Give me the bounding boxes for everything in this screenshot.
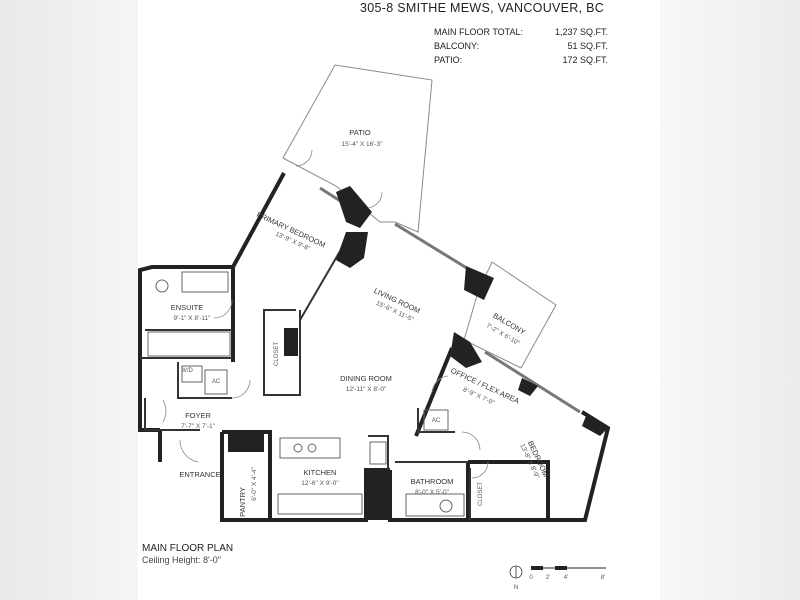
ac-label-foyer: AC — [212, 379, 221, 385]
exterior-walls — [138, 172, 611, 522]
area-label: PATIO: — [434, 55, 463, 65]
interior-walls — [140, 233, 471, 520]
entrance-label: ENTRANCE — [179, 470, 220, 479]
kitchen-dims: 12'-6" X 9'-0" — [301, 480, 339, 487]
washer-dryer-label: W/D — [181, 368, 193, 374]
area-label: MAIN FLOOR TOTAL: — [434, 27, 524, 37]
dining-room-dims: 12'-11" X 8'-0" — [346, 386, 387, 393]
scale-tick-8: 8' — [601, 575, 605, 581]
property-address-title: 305-8 SMITHE MEWS, VANCOUVER, BC — [360, 1, 605, 15]
floor-plan-sheet — [138, 0, 660, 600]
area-row: BALCONY: 51 SQ.FT. — [434, 39, 608, 53]
foyer-name: FOYER — [185, 411, 211, 420]
structural-columns — [228, 186, 608, 520]
area-value: 51 SQ.FT. — [567, 41, 608, 51]
scale-tick-2: 2' — [546, 575, 550, 581]
bedroom-closet-label: CLOSET — [478, 482, 484, 506]
scale-tick-4: 4' — [564, 575, 568, 581]
patio-dims: 15'-4" X 16'-3" — [341, 141, 383, 148]
door-swings — [162, 149, 489, 479]
area-label: BALCONY: — [434, 41, 480, 51]
plan-title: MAIN FLOOR PLAN — [142, 543, 234, 554]
north-label: N — [514, 585, 518, 591]
area-row: PATIO: 172 SQ.FT. — [434, 53, 608, 67]
scale-bar: 0 2' 4' 8' — [529, 566, 606, 581]
right-margin — [660, 0, 800, 600]
patio-name: PATIO — [349, 128, 371, 137]
fixtures — [147, 271, 465, 517]
area-value: 1,237 SQ.FT. — [554, 27, 608, 37]
bathroom-dims: 8'-0" X 5'-0" — [415, 489, 450, 496]
ensuite-name: ENSUITE — [171, 303, 204, 312]
left-margin — [0, 0, 138, 600]
primary-closet-label: CLOSET — [274, 342, 280, 366]
ceiling-height: Ceiling Height: 8'-0" — [142, 555, 221, 565]
foyer-dims: 7'-7" X 7'-1" — [181, 423, 216, 430]
bathroom-name: BATHROOM — [411, 477, 454, 486]
ensuite-dims: 9'-1" X 8'-11" — [174, 315, 212, 322]
north-arrow: N — [509, 565, 523, 591]
pantry-dims: 6'-0" X 4'-4" — [251, 466, 258, 501]
scale-tick-0: 0 — [529, 575, 533, 581]
area-summary-table: MAIN FLOOR TOTAL: 1,237 SQ.FT. BALCONY: … — [434, 25, 608, 67]
area-row: MAIN FLOOR TOTAL: 1,237 SQ.FT. — [434, 25, 608, 39]
ac-label-office: AC — [432, 418, 441, 424]
pantry-name: PANTRY — [238, 487, 247, 517]
balcony-outline — [463, 261, 557, 369]
kitchen-name: KITCHEN — [304, 468, 337, 477]
area-value: 172 SQ.FT. — [562, 55, 608, 65]
dining-room-name: DINING ROOM — [340, 374, 392, 383]
